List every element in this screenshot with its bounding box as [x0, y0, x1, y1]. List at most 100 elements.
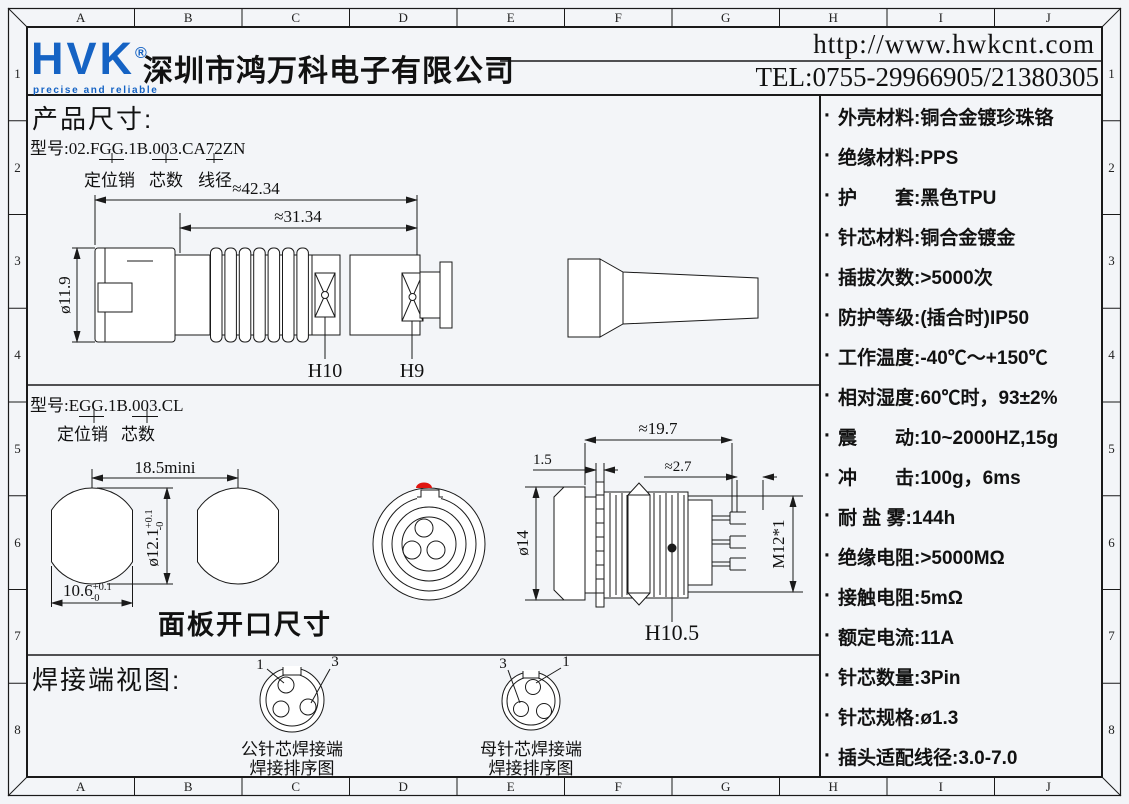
pin-hole — [513, 701, 529, 717]
panel-cutout-caption: 面板开口尺寸 — [158, 610, 332, 640]
grid-col-label: D — [398, 779, 408, 794]
grid-row-label: 3 — [14, 253, 21, 269]
grid-row-label: 5 — [14, 440, 21, 456]
svg-text:≈42.34: ≈42.34 — [232, 179, 280, 198]
male-view-caption: 公针芯焊接端 — [241, 740, 343, 759]
panel-cutout-view: 18.5mini ø12.1+0.1-0 10.6+0.1-0 — [50, 458, 279, 607]
grid-col-label: J — [1045, 779, 1051, 794]
model-number-plug: 型号:02.FGG.1B.003.CA72ZN — [30, 139, 246, 160]
bullet-icon: · — [824, 384, 831, 407]
svg-text:≈31.34: ≈31.34 — [274, 207, 322, 226]
callout-positioning-pin: 定位销 — [84, 171, 135, 190]
pin-hole — [299, 698, 317, 716]
bullet-icon: · — [824, 544, 831, 567]
bullet-icon: · — [824, 704, 831, 727]
dim-body-diameter: ø11.9 — [55, 247, 95, 343]
male-solder-view: 1 3 公针芯焊接端 焊接排序图 — [241, 655, 343, 777]
label-h10-5: H10.5 — [645, 620, 699, 645]
grid-col-label: E — [506, 9, 515, 25]
dim-flange-diameter: ø14 — [513, 486, 564, 601]
bullet-icon: · — [824, 344, 831, 367]
solder-views: 1 3 公针芯焊接端 焊接排序图 3 1 母针芯焊接端 焊接排序图 — [241, 655, 582, 777]
grid-row-label: 1 — [1108, 65, 1115, 81]
grid-col-label: B — [183, 779, 193, 794]
socket-side-view: ≈19.7 1.5 ≈2.7 ø14 — [513, 419, 803, 645]
grid-row-label: 2 — [1108, 159, 1115, 175]
red-orientation-marker — [416, 482, 432, 488]
pin-number: 3 — [331, 655, 339, 670]
pin-hole — [426, 540, 446, 560]
pin-number: 3 — [499, 656, 507, 672]
dim-front-length: ≈31.34 — [179, 207, 418, 253]
spec-item: ·插头适配线径:3.0-7.0 — [824, 744, 1018, 769]
hex-nut — [627, 482, 651, 606]
plug-drawing: ≈42.34 ≈31.34 ø11.9 — [55, 153, 759, 382]
bullet-icon: · — [824, 264, 831, 287]
grid-band-right: 1 2 3 4 5 6 7 8 — [1102, 27, 1121, 777]
spec-item: ·接触电阻:5mΩ — [824, 584, 964, 609]
grid-row-label: 3 — [1108, 253, 1115, 269]
grid-col-label: J — [1045, 9, 1051, 25]
bullet-icon: · — [824, 664, 831, 687]
dim-tail-length: ≈2.7 — [644, 459, 777, 512]
svg-text:ø14: ø14 — [513, 530, 532, 556]
label-h10: H10 — [308, 360, 342, 382]
callout-positioning-pin: 定位销 — [57, 425, 108, 444]
grid-col-label: G — [721, 9, 731, 25]
plug-side-view — [94, 247, 453, 343]
callout-core-count: 芯数 — [149, 171, 183, 190]
grid-col-label: F — [614, 9, 622, 25]
rear-housing — [687, 499, 713, 586]
male-view-caption: 焊接排序图 — [250, 759, 335, 777]
svg-text:≈19.7: ≈19.7 — [638, 419, 678, 438]
bullet-icon: · — [824, 624, 831, 647]
strain-relief-boot — [567, 258, 759, 338]
company-logo: HVK® — [31, 33, 147, 84]
spec-item: ·绝缘材料:PPS — [824, 144, 959, 169]
svg-text:ø11.9: ø11.9 — [55, 276, 74, 314]
bullet-icon: · — [824, 424, 831, 447]
spec-item: ·耐 盐 雾:144h — [824, 504, 956, 529]
registered-mark-icon: ® — [135, 45, 147, 62]
spec-item: ·针芯规格:ø1.3 — [824, 704, 959, 729]
bullet-icon: · — [824, 584, 831, 607]
dim-socket-length: ≈19.7 — [584, 419, 733, 512]
cutout-hole-right — [197, 487, 279, 585]
grid-col-label: E — [506, 779, 515, 794]
bullet-icon: · — [824, 504, 831, 527]
spec-item: ·针芯材料:铜合金镀金 — [824, 224, 1016, 249]
grid-row-label: 2 — [14, 159, 21, 175]
bullet-icon: · — [824, 104, 831, 127]
svg-text:1.5: 1.5 — [533, 452, 552, 468]
dim-plate-thickness: 1.5 — [533, 452, 618, 482]
section-product-title: 产品尺寸: — [32, 104, 154, 134]
svg-text:10.6+0.1-0: 10.6+0.1-0 — [63, 581, 112, 604]
spec-item: ·外壳材料:铜合金镀珍珠铬 — [824, 104, 1054, 129]
grid-row-label: 8 — [14, 722, 21, 738]
spec-item: ·相对湿度:60℃时，93±2% — [824, 384, 1058, 409]
company-name: 深圳市鸿万科电子有限公司 — [143, 55, 515, 88]
grid-row-label: 4 — [1108, 347, 1115, 363]
grid-col-label: G — [721, 779, 731, 794]
spec-item: ·工作温度:-40℃～+150℃ — [824, 344, 1048, 369]
pin-hole — [272, 700, 290, 718]
connector-face-view — [372, 482, 486, 601]
grid-row-label: 7 — [14, 628, 21, 644]
grid-col-label: A — [76, 779, 86, 794]
grid-row-label: 4 — [14, 347, 21, 363]
cutout-hole-left — [51, 487, 133, 585]
grid-col-label: I — [938, 9, 943, 25]
bullet-icon: · — [824, 224, 831, 247]
spec-item: ·震 动:10~2000HZ,15g — [824, 424, 1059, 449]
logo-tagline: precise and reliable — [33, 85, 159, 96]
keyway-notch — [282, 667, 302, 676]
grid-col-label: H — [828, 9, 838, 25]
website-url: http://www.hwkcnt.com — [813, 29, 1095, 59]
grid-col-label: B — [183, 9, 193, 25]
grid-col-label: F — [614, 779, 622, 794]
grid-col-label: C — [291, 779, 301, 794]
section-solder-title: 焊接端视图: — [32, 665, 182, 695]
grid-row-label: 6 — [14, 534, 21, 550]
